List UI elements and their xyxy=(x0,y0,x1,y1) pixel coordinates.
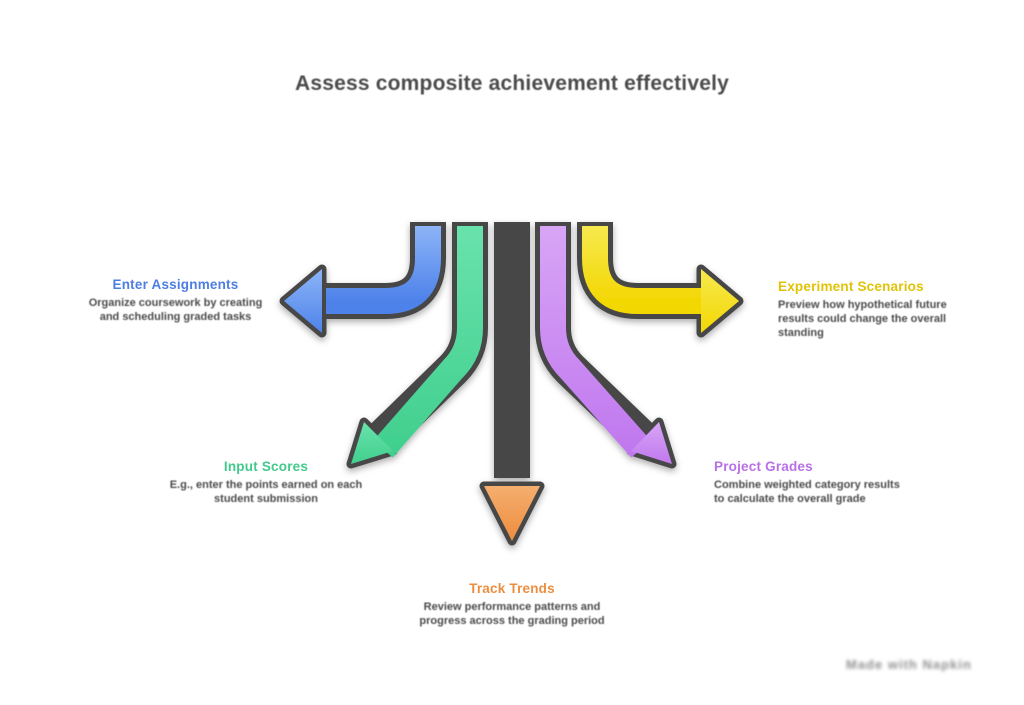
arrowhead-yellow xyxy=(701,269,739,333)
node-track-trends-description: Review performance patterns and progress… xyxy=(419,601,605,627)
watermark: Made with Napkin xyxy=(846,657,972,672)
arrow-green-shaft xyxy=(373,226,483,458)
node-project-grades: Project Grades Combine weighted category… xyxy=(714,459,900,507)
node-track-trends-label: Track Trends xyxy=(469,581,555,596)
node-enter-assignments-label: Enter Assignments xyxy=(112,277,239,292)
node-enter-assignments: Enter Assignments Organize coursework by… xyxy=(83,277,268,325)
node-input-scores-label: Input Scores xyxy=(223,459,309,474)
node-enter-assignments-description: Organize coursework by creating and sche… xyxy=(88,297,263,323)
node-project-grades-description: Combine weighted category results to cal… xyxy=(714,479,900,505)
node-project-grades-label: Project Grades xyxy=(714,459,813,474)
arrowhead-purple xyxy=(631,422,672,464)
arrow-purple-shaft xyxy=(540,226,651,458)
arrowhead-orange xyxy=(484,486,540,541)
node-experiment-scenarios: Experiment Scenarios Preview how hypothe… xyxy=(778,279,950,340)
arrowhead-blue xyxy=(284,269,322,333)
node-input-scores-description: E.g., enter the points earned on each st… xyxy=(169,479,363,505)
node-track-trends: Track Trends Review performance patterns… xyxy=(412,581,612,629)
page-title: Assess composite achievement effectively xyxy=(294,72,730,95)
arrow-yellow-shaft xyxy=(582,226,706,314)
arrow-blue-shaft xyxy=(326,226,441,314)
arrowhead-green xyxy=(351,422,393,464)
node-experiment-scenarios-description: Preview how hypothetical future results … xyxy=(778,299,947,339)
node-experiment-scenarios-label: Experiment Scenarios xyxy=(778,279,924,294)
node-input-scores: Input Scores E.g., enter the points earn… xyxy=(166,459,366,507)
